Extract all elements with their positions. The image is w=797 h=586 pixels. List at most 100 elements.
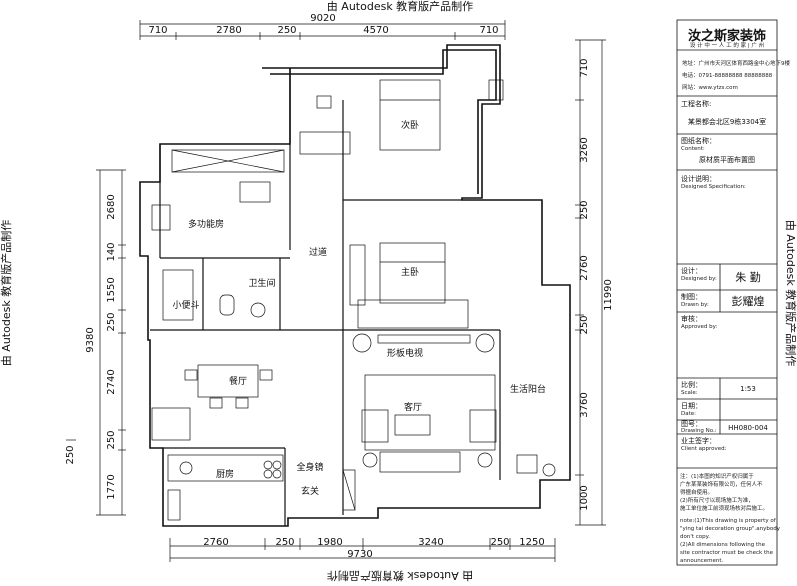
entrance-cabinet	[342, 469, 356, 511]
title-block-note-cn-3: 得擅自使用。	[680, 488, 713, 496]
watermark-bottom: 由 Autodesk 教育版产品制作	[327, 569, 473, 583]
title-block-project-value: 某景都会北区9栋3304室	[688, 117, 766, 126]
room-label-balcony: 生活阳台	[510, 383, 546, 395]
title-block-note-cn-1: 注：(1)本图的知识产权归属于	[680, 472, 754, 480]
title-block-logo: 汝之斯家装饰	[688, 28, 766, 44]
dim-left-5: 2740	[106, 369, 117, 394]
room-label-master-bedroom: 主卧	[401, 266, 419, 278]
title-block-drawing-label: 图纸名称：	[681, 136, 716, 145]
dim-right-6: 3760	[579, 392, 590, 417]
watermark-right: 由 Autodesk 教育版产品制作	[784, 220, 797, 366]
room-label-bathroom: 卫生间	[248, 277, 275, 289]
dim-top-2: 2780	[216, 25, 241, 36]
dim-right-total: 11990	[603, 279, 614, 311]
room-label-living: 客厅	[404, 401, 422, 413]
title-block-note-cn-2: 广东某某装饰有限公司，任何人不	[680, 480, 763, 488]
title-block-scale-label: 比例：	[681, 380, 702, 389]
title-block-note-cn-4: (2)所有尺寸以现场施工为准，	[680, 496, 754, 504]
watermark-left: 由 Autodesk 教育版产品制作	[0, 220, 13, 366]
room-label-mirror: 全身镜	[296, 461, 323, 473]
dim-left-4: 250	[106, 312, 117, 331]
dim-top-1: 710	[148, 25, 167, 36]
dim-bottom-3: 1980	[317, 537, 342, 548]
dim-left-7: 1770	[106, 474, 117, 499]
dim-right-2: 3260	[579, 137, 590, 162]
dim-bottom-5: 250	[490, 537, 509, 548]
title-block-review-label-en: Approved by:	[681, 324, 717, 330]
title-block-designer-label: 设计：	[681, 266, 702, 275]
title-block-number-label-en: Drawing No.:	[681, 428, 717, 434]
title-block-date-label: 日期：	[681, 402, 702, 410]
dim-top-4: 4570	[363, 25, 388, 36]
title-block-date-label-en: Date:	[681, 411, 696, 417]
dim-bottom-1: 2760	[203, 537, 228, 548]
title-block-note-en-5: site contractor must be check the	[680, 550, 774, 556]
kitchen-fixtures	[167, 454, 284, 521]
balcony-fixtures	[516, 454, 556, 477]
title-block-number-label: 图号：	[681, 420, 702, 428]
title-block-drawing-label-en: Content:	[681, 146, 705, 152]
title-block-review-label: 审核：	[681, 314, 702, 323]
left-dimension-chain	[66, 169, 126, 516]
top-dimension-chain	[139, 20, 506, 40]
title-block-drawn-label-en: Drawn by:	[681, 302, 709, 308]
title-block-client-label: 业主签字：	[681, 436, 716, 445]
master-bedroom-furniture	[349, 242, 469, 329]
dim-right-1: 710	[579, 58, 590, 77]
title-block-web: 网站：www.ytzs.com	[682, 83, 738, 91]
second-bedroom-furniture	[299, 79, 504, 155]
room-label-kitchen: 厨房	[216, 468, 234, 480]
room-label-entrance: 玄关	[301, 485, 319, 497]
dining-furniture	[151, 364, 273, 441]
room-label-small-balcony: 小便斗	[172, 299, 199, 311]
room-label-tv-wall: 形板电视	[387, 347, 423, 359]
title-block-logo-sub: 设 计 中 一 人 工 的 家 | 广 州	[690, 41, 764, 49]
title-block-number-value: HH080-004	[728, 424, 768, 432]
room-label-second-bedroom: 次卧	[401, 119, 419, 131]
dim-right-4: 2760	[579, 255, 590, 280]
title-block-designer-value: 朱 勤	[735, 271, 761, 284]
interior-walls	[150, 68, 501, 526]
dim-bottom-6: 1250	[519, 537, 544, 548]
dim-left-extra: 250	[65, 445, 76, 464]
dim-bottom-total: 9730	[347, 549, 372, 560]
title-block-drawn-label: 制图：	[681, 292, 702, 301]
title-block-note-en-2: "ying tai decoration group".anybody	[680, 526, 781, 532]
dim-left-3: 1550	[106, 277, 117, 302]
title-block-client-label-en: Client approved:	[681, 446, 727, 452]
title-block	[676, 19, 778, 566]
title-block-design-label: 设计说明：	[681, 174, 716, 183]
dim-top-5: 710	[479, 25, 498, 36]
bottom-dimension-chain	[169, 538, 556, 562]
title-block-scale-label-en: Scale:	[681, 390, 698, 396]
dim-top-3: 250	[277, 25, 296, 36]
dim-right-5: 250	[579, 315, 590, 334]
dim-left-2: 140	[106, 242, 117, 261]
title-block-note-en-4: (2)All dimensions following the	[680, 542, 766, 548]
dim-left-6: 250	[106, 430, 117, 449]
room-label-corridor: 过道	[309, 246, 327, 258]
dim-left-total: 9380	[85, 327, 96, 352]
room-label-dining: 餐厅	[229, 375, 247, 387]
dim-top-total: 9020	[310, 13, 335, 24]
outer-walls	[139, 44, 571, 527]
watermark-top: 由 Autodesk 教育版产品制作	[327, 0, 473, 13]
living-furniture	[361, 374, 497, 473]
title-block-note-en-1: note:(1)This drawing is property of	[680, 518, 777, 524]
title-block-note-cn-5: 施工单位施工前须现场核对后施工。	[680, 504, 768, 512]
title-block-project-label: 工程名称:	[681, 99, 711, 108]
dim-bottom-4: 3240	[418, 537, 443, 548]
title-block-scale-value: 1:53	[740, 385, 756, 393]
title-block-note-en-3: don't copy.	[680, 534, 710, 540]
title-block-designer-label-en: Designed by:	[681, 276, 717, 282]
multi-room-furniture	[151, 149, 285, 231]
bathroom-fixtures	[162, 269, 266, 321]
title-block-phone: 电话：0791-88888888 88888888	[682, 71, 773, 79]
title-block-note-en-6: announcement.	[680, 558, 723, 564]
room-label-multi-room: 多功能房	[188, 218, 224, 230]
right-dimension-chain	[575, 39, 606, 526]
title-block-drawing-value: 原材质平面布置图	[699, 155, 755, 164]
dim-right-3: 250	[579, 200, 590, 219]
title-block-company: 地址：广州市天河区体育西路金中心地下9楼	[682, 59, 791, 67]
